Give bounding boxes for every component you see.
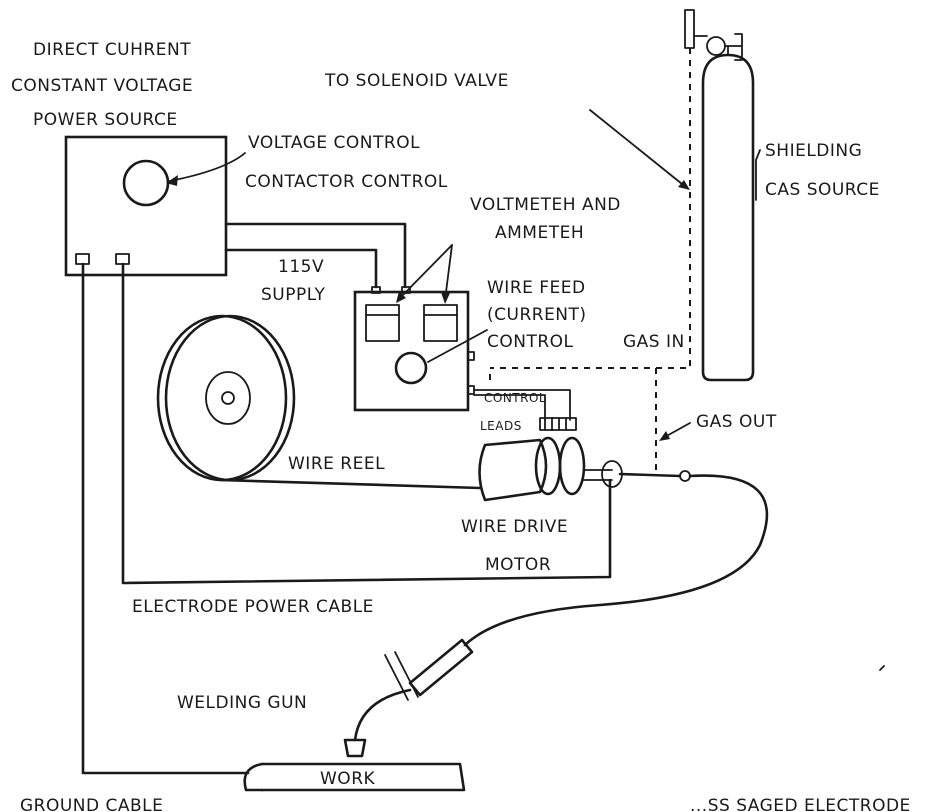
wire-drive-label-2: MOTOR	[485, 555, 551, 575]
motor-terminal-block	[539, 417, 577, 431]
ground-cable-label: GROUND CABLE	[20, 796, 163, 812]
electrode-cable-label: ELECTRODE POWER CABLE	[132, 597, 374, 617]
motor-housing	[478, 438, 548, 502]
voltage-control-arrow	[166, 175, 178, 186]
wire-drive-label-1: WIRE DRIVE	[461, 517, 568, 537]
work-plate	[260, 762, 466, 792]
gas-out-fitting	[679, 470, 691, 482]
contactor-cable	[224, 222, 407, 289]
control-box	[353, 290, 470, 412]
gas-out-arrow	[659, 431, 670, 441]
power-source-label-2: CONSTANT VOLTAGE	[11, 76, 193, 96]
ammeter	[423, 304, 458, 342]
shielding-label-2: CAS SOURCE	[765, 180, 880, 200]
wire-feed-control	[353, 286, 475, 412]
ground-cable	[81, 262, 250, 775]
power-source	[64, 135, 228, 277]
to-solenoid-label: TO SOLENOID VALVE	[324, 71, 509, 91]
wire-feed-label-2: (CURRENT)	[487, 305, 587, 325]
drive-outlet	[583, 469, 613, 481]
reel-spindle	[221, 391, 235, 405]
gun-neck	[353, 688, 412, 742]
reel-hub	[205, 371, 251, 425]
control-leads-label-1: CONTROL	[484, 391, 546, 405]
voltmeter	[365, 304, 400, 342]
reel-flange-back	[164, 314, 296, 482]
work-label: WORK	[320, 769, 376, 789]
control-leads-cable	[473, 389, 571, 421]
wire-drive-motor	[478, 417, 623, 502]
shielding-label-1: SHIELDING	[765, 141, 862, 161]
cylinder-body	[701, 53, 755, 382]
supply-label-1: 115V	[278, 257, 324, 277]
welding-gun	[343, 638, 474, 758]
gas-fitting	[467, 351, 475, 361]
supply-cable	[224, 248, 378, 289]
stray-mark	[879, 665, 885, 671]
wire-feed-label-1: WIRE FEED	[487, 278, 586, 298]
control-leads-label-2: LEADS	[480, 419, 522, 433]
voltmeter-arrow-2	[441, 292, 450, 304]
gun-handle	[408, 638, 474, 697]
welding-gun-label: WELDING GUN	[177, 693, 307, 713]
electrode-wire	[218, 478, 482, 490]
voltage-control-label: VOLTAGE CONTROL	[248, 133, 420, 153]
wire-reel-label: WIRE REEL	[288, 454, 385, 474]
wire-reel	[156, 314, 296, 482]
electrode-power-cable	[121, 262, 612, 585]
solenoid-arrow	[678, 180, 690, 190]
solenoid-leader	[589, 109, 688, 189]
voltage-control-leader	[169, 152, 246, 182]
control-leads-cable-2	[473, 394, 546, 421]
drive-roll-1	[534, 436, 562, 496]
bottom-right-label: ...SS SAGED ELECTRODE	[690, 796, 911, 812]
voltmeter-leader-1	[397, 244, 453, 301]
gun-nozzle	[343, 738, 367, 758]
shielding-bracket	[755, 149, 761, 201]
supply-label-2: SUPPLY	[261, 285, 325, 305]
gas-out-label: GAS OUT	[696, 412, 777, 432]
wire-feed-knob	[394, 351, 428, 385]
voltmeter-arrow-1	[396, 291, 406, 303]
flowmeter	[684, 9, 695, 49]
voltmeter-label-1: VOLTMETEH AND	[470, 195, 621, 215]
voltmeter-leader-2	[444, 244, 453, 301]
regulator-body	[724, 33, 743, 61]
power-source-label-3: POWER SOURCE	[33, 110, 178, 130]
welding-gun-cable	[463, 474, 769, 647]
shielding-gas-cylinder	[684, 9, 755, 382]
voltmeter-label-2: AMMETEH	[495, 223, 584, 243]
ground-clamp	[243, 762, 264, 792]
power-source-label-1: DIRECT CUHRENT	[33, 40, 191, 60]
wire-feed-leader	[427, 329, 488, 363]
gas-in-label: GAS IN	[623, 332, 685, 352]
wire-feed-label-3: CONTROL	[487, 332, 574, 352]
gun-cable-start	[618, 472, 682, 478]
contactor-control-label: CONTACTOR CONTROL	[245, 172, 448, 192]
drive-roll-2	[558, 436, 586, 496]
terminal-pins	[544, 417, 567, 431]
regulator-gauge	[706, 36, 726, 56]
